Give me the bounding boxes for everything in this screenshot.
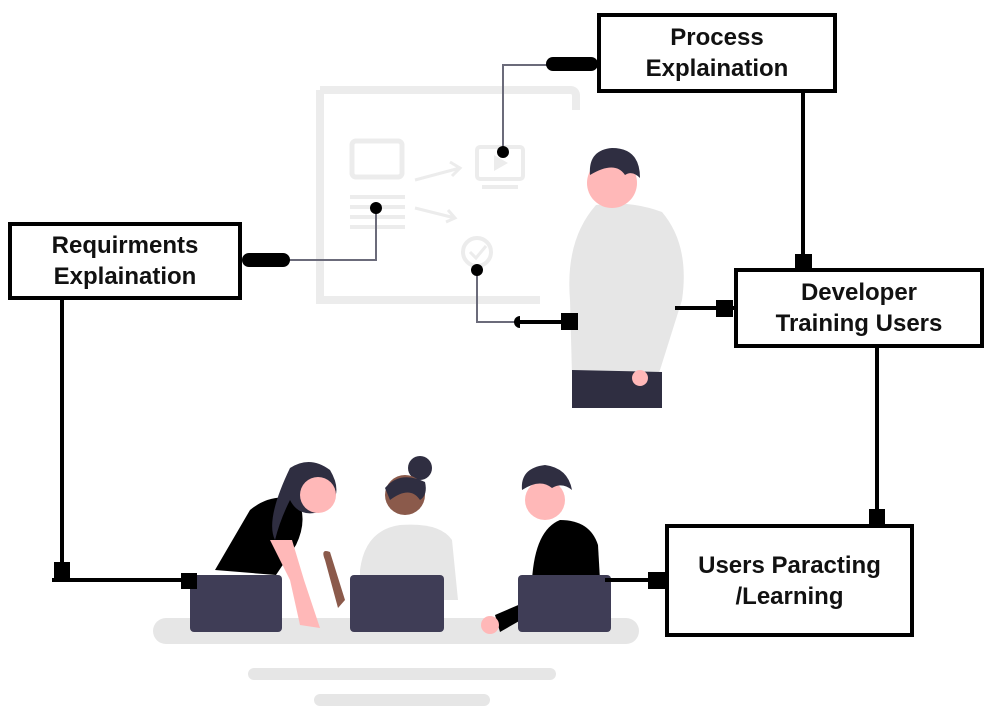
learner-figure-1 — [215, 461, 337, 628]
developer-training-box: Developer Training Users — [734, 268, 984, 348]
floor-bar-1 — [248, 668, 556, 680]
callout-dot-document — [370, 202, 382, 214]
floor-bar-2 — [314, 694, 490, 706]
process-box-line-1: Process — [670, 24, 764, 51]
laptop-1 — [190, 575, 282, 632]
callout-process-line — [502, 64, 568, 152]
process-box-line-2: Explaination — [645, 55, 789, 82]
learner-figure-3 — [481, 465, 600, 634]
connector-end-squares — [54, 254, 885, 589]
developer-box-line-1: Developer — [800, 279, 918, 306]
users-box-line-1: Users Paracting — [698, 551, 881, 579]
users-box-line-2: /Learning — [735, 582, 844, 610]
callout-lines — [262, 64, 568, 323]
presentation-screen — [316, 86, 580, 304]
users-learning-box: Users Paracting /Learning — [665, 524, 914, 637]
requirements-box-line-2: Explaination — [53, 263, 197, 290]
callout-dot-video — [497, 146, 509, 158]
requirements-box-line-1: Requirments — [51, 232, 199, 259]
developer-box-line-2: Training Users — [775, 310, 943, 337]
process-explanation-box: Process Explaination — [597, 13, 837, 93]
screen-image-icon — [349, 138, 405, 180]
callout-pill-process — [546, 57, 598, 71]
laptop-2 — [350, 575, 444, 632]
requirements-explanation-box: Requirments Explaination — [8, 222, 242, 300]
screen-check-icon — [461, 236, 493, 268]
laptop-3 — [518, 575, 611, 632]
callout-check-line — [476, 270, 520, 323]
connectors — [52, 93, 879, 582]
screen-frame-side — [316, 90, 540, 304]
callout-requirements-line — [262, 208, 377, 261]
callout-dot-check — [471, 264, 483, 276]
callout-pill-requirements — [242, 253, 290, 267]
presenter-figure — [569, 148, 684, 408]
screen-frame-top — [320, 86, 580, 110]
